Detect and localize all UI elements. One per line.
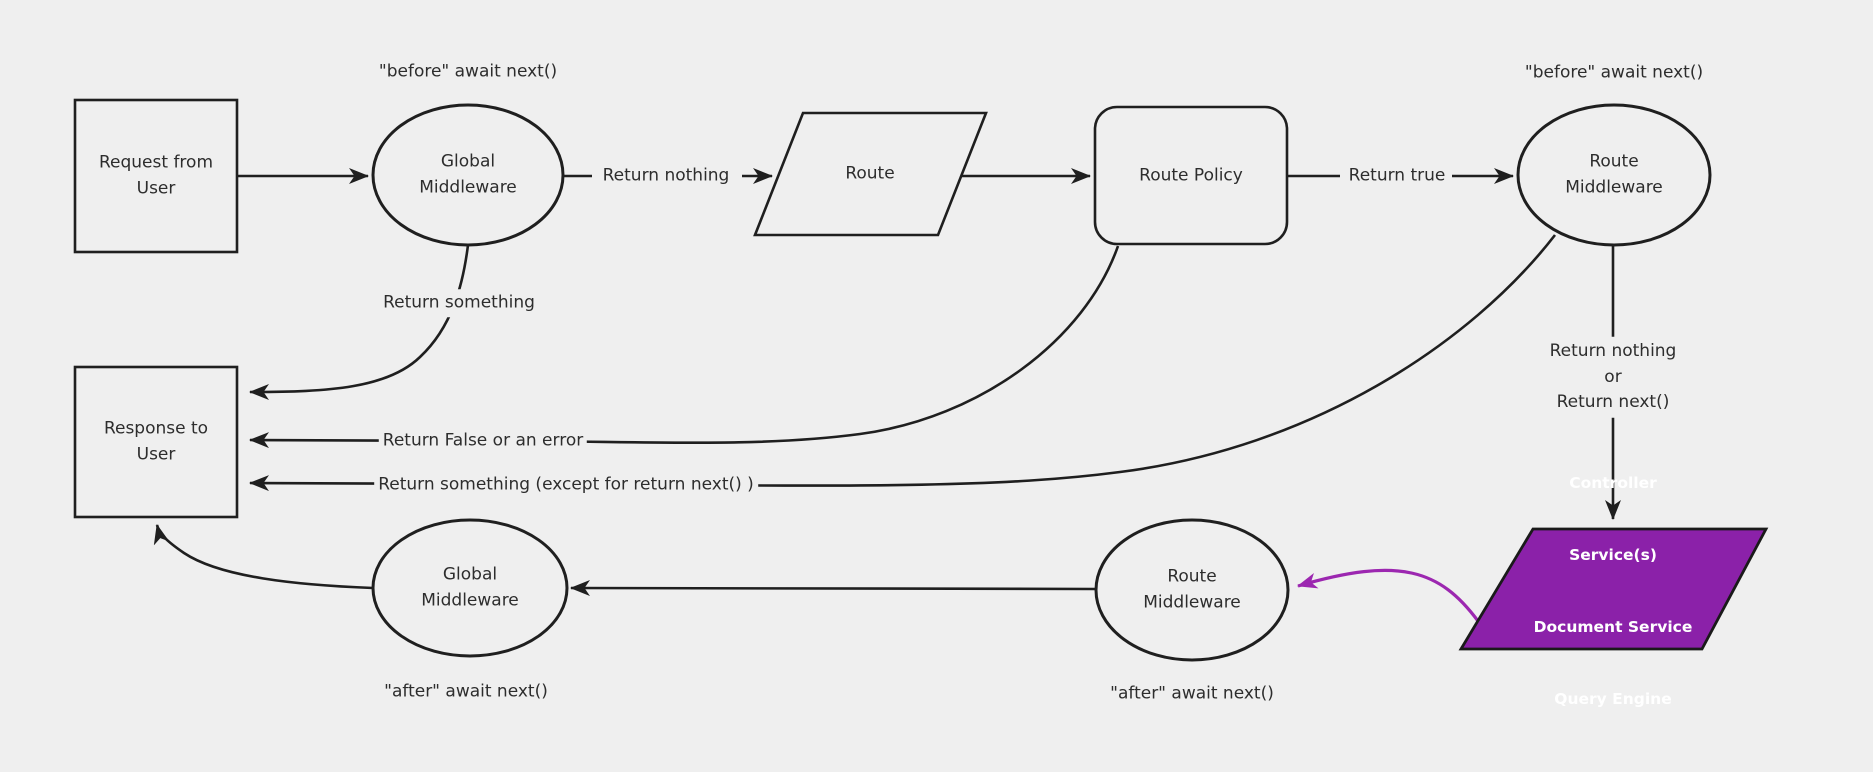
node-route-policy (1093, 105, 1289, 246)
global-middleware-top-label: Global Middleware (419, 151, 517, 198)
return-nothing-or-next-line: Return next() (1556, 391, 1670, 412)
node-global-middleware-bottom (371, 518, 569, 658)
return-nothing-label: Return nothing (598, 162, 734, 190)
route-middleware-top-label: Route Middleware (1565, 151, 1663, 198)
edge-controller-to-route-middleware (1297, 568, 1480, 622)
controller-line: Document Service (1533, 618, 1693, 636)
node-controller-services (1458, 527, 1769, 651)
return-nothing-or-next-line: Return nothing (1549, 340, 1677, 361)
global-middleware-bottom-label: Global Middleware (421, 564, 519, 611)
controller-line: Service(s) (1569, 546, 1657, 564)
request-from-user-label: Request from User (98, 152, 219, 199)
response-to-user-label: Response to User (103, 418, 214, 465)
return-false-or-error-label: Return False or an error (378, 427, 588, 455)
return-nothing-or-next-label: Return nothing or Return next() (1543, 336, 1683, 418)
controller-services-label: Controller Service(s) Document Service Q… (1503, 423, 1723, 759)
after-await-next-right: "after" await next() (1110, 683, 1274, 704)
route-middleware-bottom-label: Route Middleware (1143, 566, 1241, 613)
after-await-next-left: "after" await next() (384, 681, 548, 702)
node-route (753, 111, 988, 237)
edge-return-false-to-response (249, 245, 1120, 449)
return-something-except-label: Return something (except for return next… (374, 471, 758, 499)
node-global-middleware-top (371, 103, 565, 247)
node-request-from-user (73, 98, 239, 254)
edge-route-middleware-to-global-middleware (570, 580, 1097, 597)
edge-return-something-to-response (249, 244, 470, 400)
node-response-to-user (73, 365, 239, 519)
route-policy-label: Route Policy (1139, 165, 1243, 186)
return-true-label: Return true (1344, 162, 1450, 190)
controller-line: Query Engine (1554, 690, 1672, 708)
node-route-middleware-bottom (1094, 518, 1290, 662)
edge-global-middleware-to-response (153, 524, 374, 590)
node-route-middleware-top (1516, 103, 1712, 247)
before-await-next-left: "before" await next() (378, 61, 558, 82)
before-await-next-right: "before" await next() (1524, 62, 1704, 83)
return-nothing-or-next-line: or (1604, 366, 1622, 387)
controller-line: Controller (1569, 474, 1657, 492)
return-something-label: Return something (379, 289, 539, 317)
route-label: Route (845, 163, 895, 184)
